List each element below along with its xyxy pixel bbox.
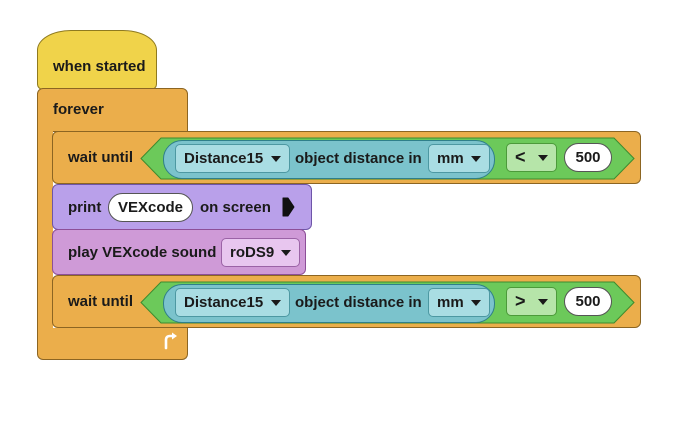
forever-block-bottom[interactable]: [37, 328, 188, 360]
wait-until-label: wait until: [68, 293, 133, 310]
chevron-down-icon: [538, 299, 548, 305]
sensor-name: Distance15: [184, 294, 264, 311]
forever-block-arm: [37, 131, 53, 329]
comparison-dropdown[interactable]: >: [506, 287, 557, 316]
unit-value: mm: [437, 294, 464, 311]
sensor-dropdown[interactable]: Distance15: [175, 288, 290, 317]
on-screen-label: on screen: [200, 199, 271, 216]
chevron-down-icon: [471, 300, 481, 306]
play-sound-label: play VEXcode sound: [68, 244, 217, 261]
comparison-operator: >: [515, 291, 526, 311]
comparison-dropdown[interactable]: <: [506, 143, 557, 172]
unit-value: mm: [437, 150, 464, 167]
when-started-label: when started: [53, 58, 146, 75]
print-text-input[interactable]: VEXcode: [108, 193, 193, 222]
unit-dropdown[interactable]: mm: [428, 288, 490, 317]
measure-label: object distance in: [295, 294, 422, 311]
unit-dropdown[interactable]: mm: [428, 144, 490, 173]
chevron-down-icon: [271, 300, 281, 306]
threshold-input[interactable]: 500: [564, 287, 612, 316]
distance-sensor-reporter[interactable]: Distance15 object distance in mm: [163, 284, 495, 323]
play-sound-block[interactable]: play VEXcode sound roDS9: [52, 229, 306, 275]
distance-sensor-reporter[interactable]: Distance15 object distance in mm: [163, 140, 495, 179]
wait-until-block-2[interactable]: wait until Distance15 object distance in…: [52, 275, 641, 328]
comparison-operator: <: [515, 147, 526, 167]
print-label: print: [68, 199, 102, 216]
chevron-down-icon: [271, 156, 281, 162]
chevron-down-icon: [538, 155, 548, 161]
forever-label: forever: [53, 101, 104, 118]
sensor-name: Distance15: [184, 150, 264, 167]
loop-arrow-icon: [164, 332, 177, 350]
measure-label: object distance in: [295, 150, 422, 167]
wait-until-label: wait until: [68, 149, 133, 166]
chevron-down-icon: [281, 250, 291, 256]
forever-block[interactable]: forever: [37, 88, 188, 132]
chevron-down-icon: [471, 156, 481, 162]
when-started-block[interactable]: when started: [37, 30, 157, 90]
sensor-dropdown[interactable]: Distance15: [175, 144, 290, 173]
wait-until-block-1[interactable]: wait until Distance15 object distance in…: [52, 131, 641, 184]
sound-name: roDS9: [230, 244, 275, 261]
play-arrow-icon[interactable]: [281, 197, 295, 217]
print-block[interactable]: print VEXcode on screen: [52, 184, 312, 230]
sound-dropdown[interactable]: roDS9: [221, 238, 300, 267]
threshold-input[interactable]: 500: [564, 143, 612, 172]
